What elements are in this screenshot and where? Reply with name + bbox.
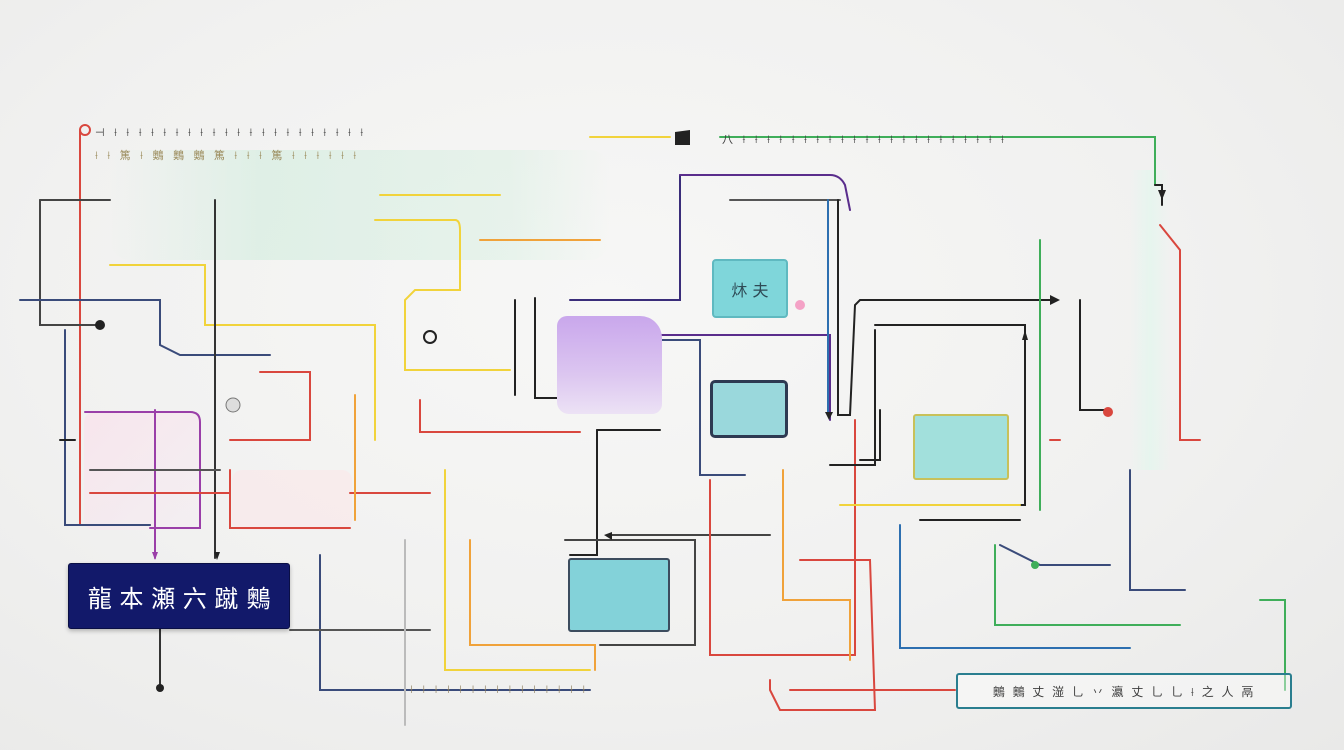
title-box-label: 龍 本 瀬 六 蹴 䴈: [87, 584, 271, 613]
background-wash-pink-2: [232, 470, 352, 530]
node-top-center-label: 炑 夫: [731, 280, 769, 300]
node-lilac: [557, 316, 662, 414]
node-top-center: 炑 夫: [712, 259, 788, 318]
node-center: [710, 380, 788, 438]
node-bottom: [568, 558, 670, 632]
header-right-row-1: 八 ⟊ ⟊ ⟊ ⟊ ⟊ ⟊ ⟊ ⟊ ⟊ ⟊ ⟊ ⟊ ⟊ ⟊ ⟊ ⟊ ⟊ ⟊ ⟊ …: [722, 133, 1007, 146]
header-left-row-2: ⟊ ⟊ 篤 ⟊ 䴈 䴈 䴈 篤 ⟊ ⟊ ⟊ 篤 ⟊ ⟊ ⟊ ⟊ ⟊ ⟊: [95, 149, 360, 162]
bottom-center-row: ⟊ ⟊ ⟊ ⟊ ⟊ ⟊ ⟊ ⟊ ⟊ ⟊ ⟊ ⟊ ⟊ ⟊ ⟊: [410, 683, 589, 696]
title-box: 龍 本 瀬 六 蹴 䴈: [68, 563, 290, 629]
bottom-right-text: 䴈 䴈 丈 潂 乚 丷 瀛 丈 乚 乚 ⟊ 之 人 鬲: [992, 684, 1256, 699]
header-left-row-1: ⊣ ⟊ ⟊ ⟊ ⟊ ⟊ ⟊ ⟊ ⟊ ⟊ ⟊ ⟊ ⟊ ⟊ ⟊ ⟊ ⟊ ⟊ ⟊ ⟊ …: [95, 126, 367, 139]
background-wash-green: [110, 150, 610, 260]
background-wash-right: [1130, 170, 1170, 470]
bottom-right-bar: 䴈 䴈 丈 潂 乚 丷 瀛 丈 乚 乚 ⟊ 之 人 鬲: [956, 673, 1292, 709]
node-right: [913, 414, 1009, 480]
